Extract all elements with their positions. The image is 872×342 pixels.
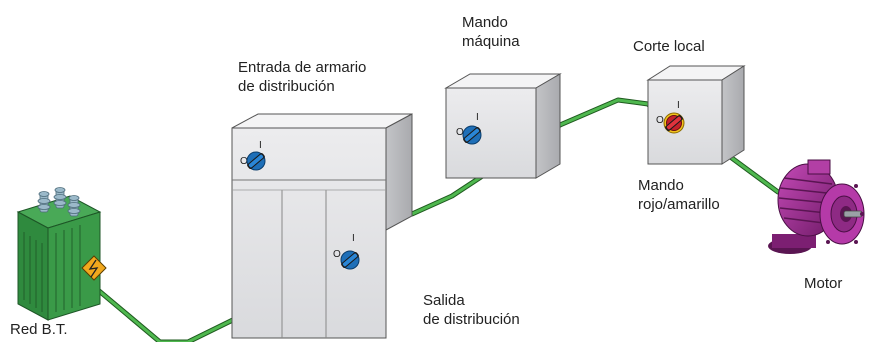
label-mando-rojo-line1: Mando — [638, 177, 684, 194]
transformer — [16, 187, 107, 321]
high-voltage-warning-icon — [81, 255, 107, 281]
label-entrada: Entrada de armario de distribución — [238, 58, 366, 96]
distribution-cabinet — [231, 113, 413, 339]
label-salida: Salida de distribución — [423, 291, 520, 329]
off-mark: O — [656, 115, 664, 126]
label-mando-rojo-line2: rojo/amarillo — [638, 196, 720, 213]
on-mark: I — [352, 233, 355, 244]
on-mark: I — [476, 112, 479, 123]
entrance-switch-knob: O I — [240, 140, 266, 171]
label-mando-rojo: Mando rojo/amarillo — [638, 176, 720, 214]
off-mark: O — [333, 249, 341, 260]
off-mark: O — [240, 156, 248, 167]
motor — [768, 159, 865, 254]
label-entrada-line2: de distribución — [238, 78, 335, 95]
insulators — [37, 187, 81, 217]
label-corte-local-text: Corte local — [633, 38, 705, 55]
on-mark: I — [259, 140, 262, 151]
off-mark: O — [456, 127, 464, 138]
label-entrada-line1: Entrada de armario — [238, 59, 367, 76]
local-cutoff-box — [646, 65, 746, 165]
label-motor: Motor — [804, 274, 842, 293]
machine-switch-knob: O I — [456, 112, 482, 145]
label-corte-local: Corte local — [633, 37, 705, 56]
label-red-bt-text: Red B.T. — [10, 321, 68, 338]
label-salida-line2: de distribución — [423, 311, 520, 328]
machine-control-box — [444, 73, 562, 179]
label-mando-maquina-line2: máquina — [462, 33, 520, 50]
label-mando-maquina-line1: Mando — [462, 14, 508, 31]
label-mando-maquina: Mando máquina — [462, 13, 520, 51]
label-red-bt: Red B.T. — [10, 320, 68, 339]
on-mark: I — [677, 100, 680, 111]
exit-switch-knob: O I — [333, 233, 360, 270]
label-motor-text: Motor — [804, 275, 843, 292]
label-salida-line1: Salida — [423, 292, 465, 309]
emergency-switch-knob: O I — [656, 100, 685, 134]
